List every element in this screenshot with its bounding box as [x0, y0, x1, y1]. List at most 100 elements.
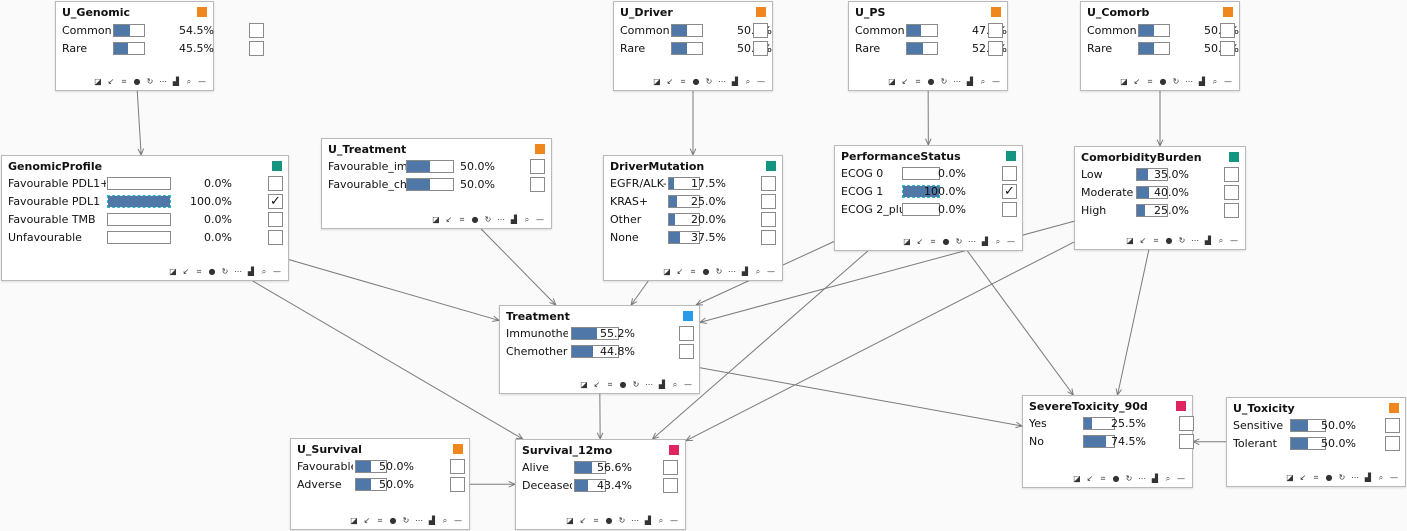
evidence-checkbox[interactable] — [1179, 416, 1194, 431]
grid-icon[interactable]: ⌗ — [377, 515, 383, 525]
evidence-checkbox[interactable] — [268, 212, 283, 227]
arrow-icon[interactable]: ↙ — [445, 214, 453, 224]
refresh-icon[interactable]: ↻ — [146, 76, 154, 86]
arrow-icon[interactable]: ↙ — [1139, 235, 1147, 245]
refresh-icon[interactable]: ↻ — [705, 76, 713, 86]
state-row[interactable]: Rare50.0% — [1081, 40, 1239, 58]
dot-icon[interactable]: ● — [208, 266, 216, 276]
histogram-icon[interactable]: ▟ — [428, 515, 436, 525]
panel-icon[interactable]: ◪ — [94, 76, 102, 86]
refresh-icon[interactable]: ↻ — [1172, 76, 1180, 86]
minimize-icon[interactable]: — — [670, 515, 678, 525]
panel-icon[interactable]: ◪ — [1286, 472, 1294, 482]
more-icon[interactable]: ⋯ — [1138, 473, 1146, 483]
minimize-icon[interactable]: — — [992, 76, 1000, 86]
zoom-icon[interactable]: ⌕ — [672, 379, 678, 389]
refresh-icon[interactable]: ↻ — [1178, 235, 1186, 245]
evidence-checkbox[interactable] — [1002, 202, 1017, 217]
refresh-icon[interactable]: ↻ — [1338, 472, 1346, 482]
histogram-icon[interactable]: ▟ — [1204, 235, 1212, 245]
panel-icon[interactable]: ◪ — [1073, 473, 1081, 483]
node-u-comorb[interactable]: U_ComorbCommon50.0%Rare50.0%◪↙⌗●↻⋯▟⌕— — [1080, 1, 1240, 91]
panel-icon[interactable]: ◪ — [566, 515, 574, 525]
node-u-ps[interactable]: U_PSCommon47.1%Rare52.9%◪↙⌗●↻⋯▟⌕— — [848, 1, 1008, 91]
more-icon[interactable]: ⋯ — [497, 214, 505, 224]
evidence-checkbox[interactable] — [1002, 166, 1017, 181]
histogram-icon[interactable]: ▟ — [966, 76, 974, 86]
panel-icon[interactable]: ◪ — [888, 76, 896, 86]
state-row[interactable]: Common50.0% — [614, 22, 772, 40]
more-icon[interactable]: ⋯ — [1191, 235, 1199, 245]
histogram-icon[interactable]: ▟ — [731, 76, 739, 86]
arrow-icon[interactable]: ↙ — [676, 266, 684, 276]
dot-icon[interactable]: ● — [133, 76, 141, 86]
grid-icon[interactable]: ⌗ — [593, 515, 599, 525]
evidence-checkbox[interactable] — [761, 194, 776, 209]
grid-icon[interactable]: ⌗ — [1313, 472, 1319, 482]
evidence-checkbox[interactable] — [663, 460, 678, 475]
arrow-icon[interactable]: ↙ — [901, 76, 909, 86]
evidence-checkbox[interactable]: ✓ — [1002, 184, 1017, 199]
zoom-icon[interactable]: ⌕ — [1212, 76, 1218, 86]
refresh-icon[interactable]: ↻ — [221, 266, 229, 276]
arrow-icon[interactable]: ↙ — [1086, 473, 1094, 483]
minimize-icon[interactable]: — — [198, 76, 206, 86]
panel-icon[interactable]: ◪ — [663, 266, 671, 276]
arrow-icon[interactable]: ↙ — [107, 76, 115, 86]
evidence-checkbox[interactable] — [761, 212, 776, 227]
evidence-checkbox[interactable] — [1224, 203, 1239, 218]
zoom-icon[interactable]: ⌕ — [1165, 473, 1171, 483]
histogram-icon[interactable]: ▟ — [741, 266, 749, 276]
histogram-icon[interactable]: ▟ — [247, 266, 255, 276]
panel-icon[interactable]: ◪ — [1126, 235, 1134, 245]
panel-icon[interactable]: ◪ — [903, 236, 911, 246]
refresh-icon[interactable]: ↻ — [940, 76, 948, 86]
histogram-icon[interactable]: ▟ — [1364, 472, 1372, 482]
refresh-icon[interactable]: ↻ — [715, 266, 723, 276]
evidence-checkbox[interactable] — [1385, 436, 1400, 451]
refresh-icon[interactable]: ↻ — [618, 515, 626, 525]
panel-icon[interactable]: ◪ — [169, 266, 177, 276]
grid-icon[interactable]: ⌗ — [680, 76, 686, 86]
state-row[interactable]: Common50.0% — [1081, 22, 1239, 40]
arrow-icon[interactable]: ↙ — [1299, 472, 1307, 482]
panel-icon[interactable]: ◪ — [1120, 76, 1128, 86]
minimize-icon[interactable]: — — [1230, 235, 1238, 245]
zoom-icon[interactable]: ⌕ — [658, 515, 664, 525]
state-row[interactable]: EGFR/ALK-17.5% — [604, 175, 782, 193]
state-row[interactable]: Favourable PDL1+0.0% — [2, 175, 288, 193]
zoom-icon[interactable]: ⌕ — [745, 76, 751, 86]
state-row[interactable]: Rare50.0% — [614, 40, 772, 58]
state-row[interactable]: KRAS+25.0% — [604, 193, 782, 211]
evidence-checkbox[interactable] — [679, 344, 694, 359]
zoom-icon[interactable]: ⌕ — [442, 515, 448, 525]
evidence-checkbox[interactable] — [450, 477, 465, 492]
evidence-checkbox[interactable] — [530, 177, 545, 192]
arrow-icon[interactable]: ↙ — [916, 236, 924, 246]
arrow-icon[interactable]: ↙ — [579, 515, 587, 525]
evidence-checkbox[interactable] — [268, 176, 283, 191]
more-icon[interactable]: ⋯ — [953, 76, 961, 86]
dot-icon[interactable]: ● — [942, 236, 950, 246]
histogram-icon[interactable]: ▟ — [172, 76, 180, 86]
more-icon[interactable]: ⋯ — [234, 266, 242, 276]
more-icon[interactable]: ⋯ — [1351, 472, 1359, 482]
minimize-icon[interactable]: — — [536, 214, 544, 224]
panel-icon[interactable]: ◪ — [653, 76, 661, 86]
evidence-checkbox[interactable] — [249, 23, 264, 38]
